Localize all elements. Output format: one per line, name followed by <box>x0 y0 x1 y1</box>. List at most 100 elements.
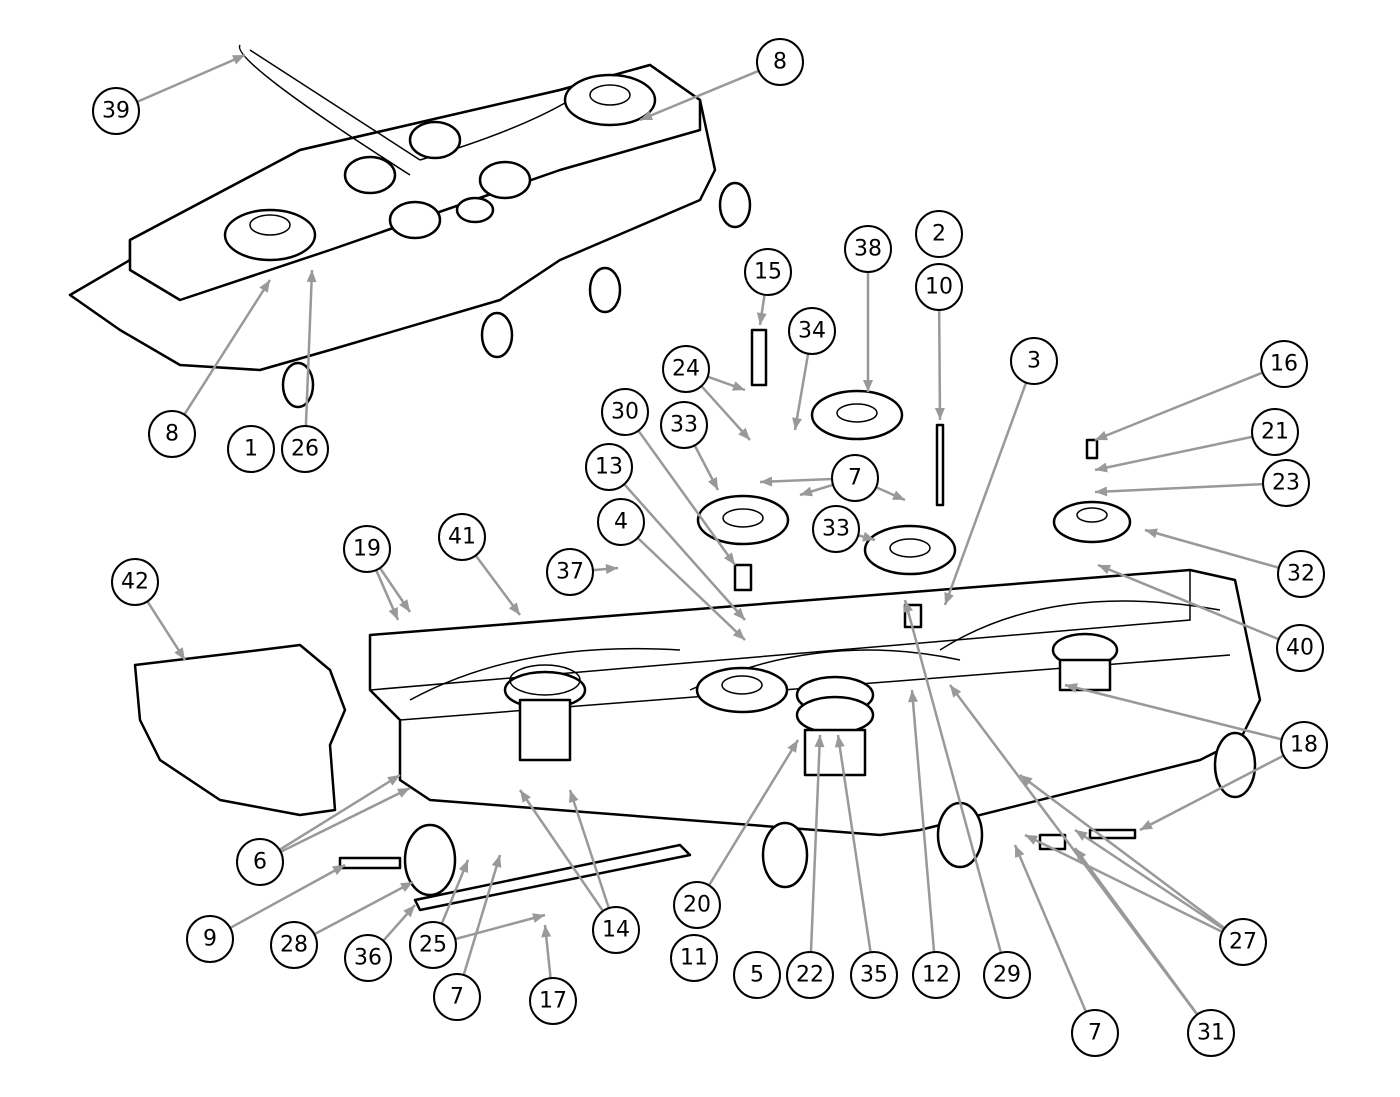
callout-number: 3 <box>1027 349 1041 374</box>
callout-34: 34 <box>788 307 836 355</box>
callout-circle <box>344 934 392 982</box>
callout-circle <box>597 498 645 546</box>
arrowhead <box>950 685 962 698</box>
callout-circle <box>270 921 318 969</box>
leader-line <box>1139 754 1285 832</box>
leader-line <box>759 477 833 484</box>
callout-42: 42 <box>111 558 159 606</box>
leader-line <box>793 353 810 431</box>
callout-number: 31 <box>1197 1021 1225 1046</box>
callout-14: 14 <box>592 906 640 954</box>
leader-line <box>280 786 411 853</box>
callout-circle <box>92 87 140 135</box>
arrowhead <box>1075 848 1087 861</box>
callout-33: 33 <box>812 505 860 553</box>
callout-number: 7 <box>450 985 464 1010</box>
callout-circle <box>1260 340 1308 388</box>
arrowhead <box>1095 462 1108 473</box>
callout-30: 30 <box>601 388 649 436</box>
callout-32: 32 <box>1277 550 1325 598</box>
callout-circle <box>546 548 594 596</box>
callout-24: 24 <box>662 345 710 393</box>
arrowhead <box>387 775 400 786</box>
callout-circle <box>438 513 486 561</box>
leader-line <box>639 69 760 122</box>
callout-number: 40 <box>1286 636 1314 661</box>
arrowhead <box>1065 683 1078 693</box>
arrowhead <box>862 531 875 542</box>
callout-number: 33 <box>822 517 850 542</box>
callout-18: 18 <box>1280 721 1328 769</box>
callout-number: 8 <box>773 50 787 75</box>
callout-circle <box>850 951 898 999</box>
callout-number: 16 <box>1270 352 1298 377</box>
arrowhead <box>1075 830 1088 841</box>
callout-number: 30 <box>611 400 639 425</box>
callout-19: 19 <box>343 525 391 573</box>
arrowhead <box>306 270 317 283</box>
leader-line <box>700 385 751 441</box>
arrowhead <box>388 607 398 620</box>
callout-circle <box>592 906 640 954</box>
leader-line <box>454 913 546 941</box>
callout-8: 8 <box>148 410 196 458</box>
callout-number: 28 <box>280 933 308 958</box>
callout-number: 37 <box>556 560 584 585</box>
leader-line <box>1094 435 1253 472</box>
callout-20: 20 <box>673 881 721 929</box>
leader-line <box>1019 773 1226 930</box>
callout-circle <box>915 263 963 311</box>
callout-circle <box>660 401 708 449</box>
callout-31: 31 <box>1187 1009 1235 1057</box>
arrowhead <box>174 647 185 660</box>
assembled-deck-view <box>68 44 752 409</box>
callout-7: 7 <box>831 454 879 502</box>
callout-circle <box>186 915 234 963</box>
callout-circle <box>227 425 275 473</box>
callout-circle <box>111 558 159 606</box>
arrowhead <box>605 564 618 574</box>
callout-circle <box>1262 459 1310 507</box>
arrowhead <box>397 788 410 798</box>
callout-40: 40 <box>1276 624 1324 672</box>
callout-circle <box>831 454 879 502</box>
arrowhead <box>708 477 718 490</box>
leader-line <box>136 53 246 103</box>
leader-line <box>1013 844 1088 1013</box>
callout-circle <box>529 977 577 1025</box>
callout-circle <box>1187 1009 1235 1057</box>
callout-number: 42 <box>121 570 149 595</box>
callout-circle <box>670 934 718 982</box>
callout-number: 36 <box>354 946 382 971</box>
callout-36: 36 <box>344 934 392 982</box>
callout-number: 5 <box>750 963 764 988</box>
callout-number: 17 <box>539 989 567 1014</box>
callout-number: 7 <box>1088 1021 1102 1046</box>
callout-21: 21 <box>1251 408 1299 456</box>
leader-lines <box>136 53 1285 1016</box>
exploded-deck-view <box>133 328 1262 912</box>
callout-25: 25 <box>409 921 457 969</box>
callout-number: 15 <box>754 260 782 285</box>
leader-line <box>937 309 942 421</box>
callout-9: 9 <box>186 915 234 963</box>
callout-11: 11 <box>670 934 718 982</box>
callout-29: 29 <box>983 951 1031 999</box>
callout-number: 34 <box>798 319 826 344</box>
arrowhead <box>732 628 745 640</box>
callout-23: 23 <box>1262 459 1310 507</box>
arrowhead <box>640 110 653 121</box>
callout-circle <box>812 505 860 553</box>
callout-number: 11 <box>680 946 708 971</box>
leader-line <box>183 279 272 416</box>
callout-27: 27 <box>1219 918 1267 966</box>
arrowhead <box>733 607 745 620</box>
callout-circle <box>912 951 960 999</box>
arrowhead <box>756 312 767 325</box>
arrowhead <box>568 790 579 803</box>
callout-circle <box>733 951 781 999</box>
callout-10: 10 <box>915 263 963 311</box>
callout-number: 38 <box>854 237 882 262</box>
leader-line <box>910 689 936 953</box>
